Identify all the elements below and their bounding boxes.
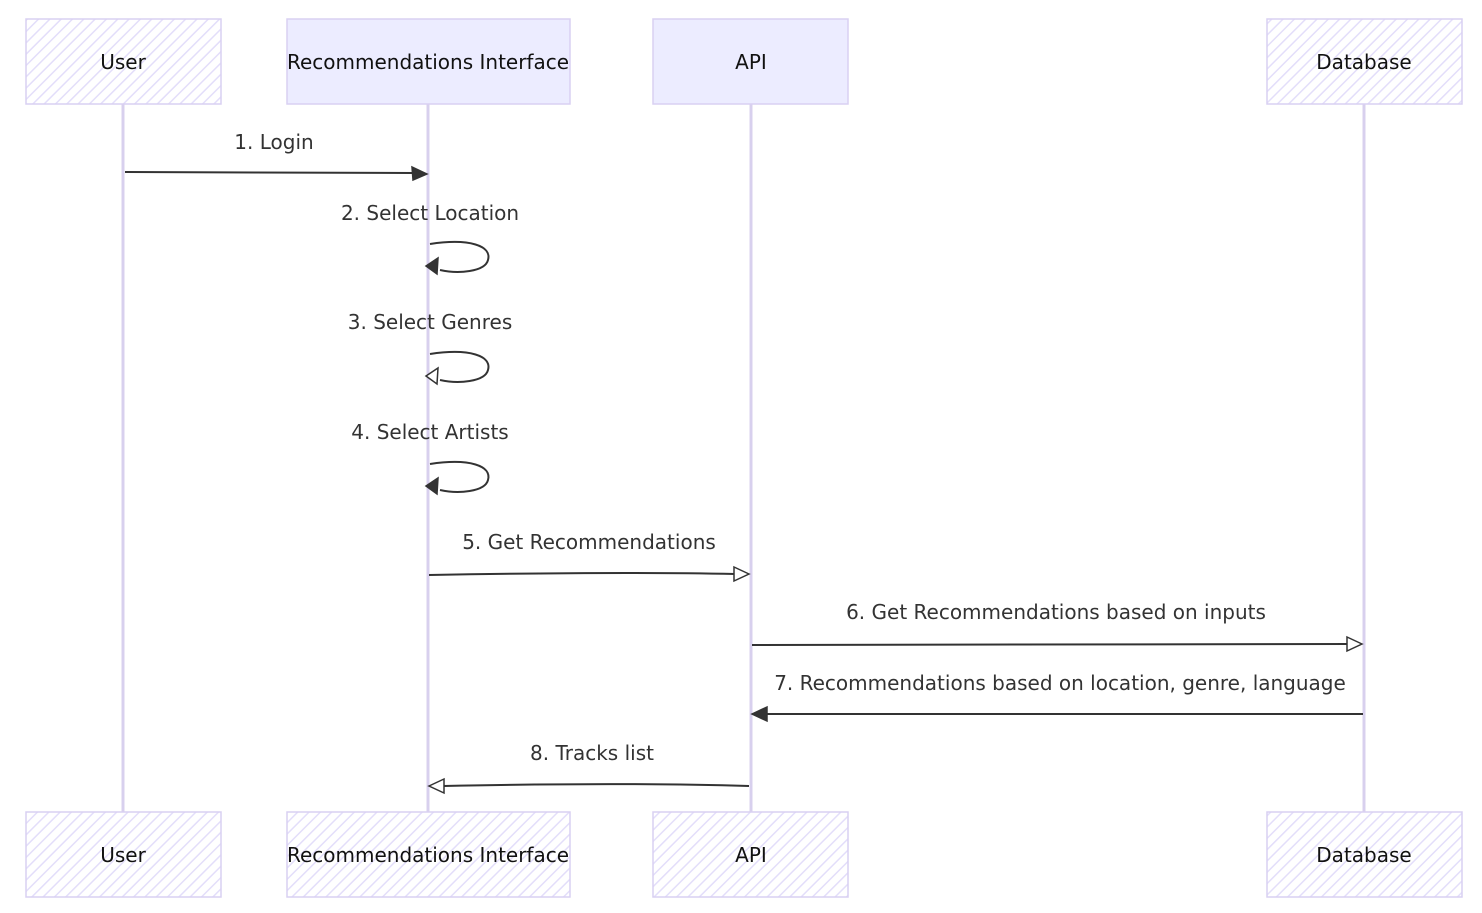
messages: 1. Login 2. Select Location 3. Select Ge… xyxy=(124,130,1364,795)
actor-api-bottom: API xyxy=(652,811,849,898)
message-select-genres: 3. Select Genres xyxy=(348,310,512,386)
arrowhead-open-icon xyxy=(1346,635,1364,653)
actor-database-bottom: Database xyxy=(1266,811,1463,898)
message-select-artists: 4. Select Artists xyxy=(351,420,509,496)
bottom-actors: User Recommendations Interface API Datab… xyxy=(25,811,1463,898)
arrowhead-filled-icon xyxy=(750,705,768,723)
actor-user-bottom-label: User xyxy=(100,843,146,867)
actor-api-bottom-label: API xyxy=(735,843,767,867)
actor-user-bottom: User xyxy=(25,811,222,898)
top-actors: User Recommendations Interface API Datab… xyxy=(25,18,1463,105)
actor-api-label: API xyxy=(735,50,767,74)
actor-recommendations-interface-label: Recommendations Interface xyxy=(287,50,569,74)
message-recommendations-based-on-location-genre-language-label: 7. Recommendations based on location, ge… xyxy=(774,671,1346,695)
arrowhead-open-icon xyxy=(427,777,445,795)
actor-recommendations-interface-bottom-label: Recommendations Interface xyxy=(287,843,569,867)
message-select-location-label: 2. Select Location xyxy=(341,201,519,225)
message-get-recommendations-label: 5. Get Recommendations xyxy=(462,530,716,554)
message-get-recommendations-based-on-inputs: 6. Get Recommendations based on inputs xyxy=(751,600,1364,653)
actor-database-bottom-label: Database xyxy=(1316,843,1411,867)
message-tracks-list: 8. Tracks list xyxy=(427,741,750,795)
actor-api-top: API xyxy=(652,18,849,105)
message-get-recommendations: 5. Get Recommendations xyxy=(428,530,751,583)
message-tracks-list-label: 8. Tracks list xyxy=(530,741,654,765)
arrowhead-open-icon xyxy=(733,565,751,583)
actor-recommendations-interface-bottom: Recommendations Interface xyxy=(286,811,571,898)
message-login: 1. Login xyxy=(124,130,429,182)
actor-database-label: Database xyxy=(1316,50,1411,74)
arrowhead-open-icon xyxy=(424,366,439,386)
actor-recommendations-interface-top: Recommendations Interface xyxy=(286,18,571,105)
lifelines xyxy=(121,104,1366,812)
arrowhead-filled-icon xyxy=(411,165,429,182)
actor-user-label: User xyxy=(100,50,146,74)
message-select-genres-label: 3. Select Genres xyxy=(348,310,512,334)
message-select-artists-label: 4. Select Artists xyxy=(351,420,508,444)
arrowhead-filled-icon xyxy=(424,476,439,496)
message-recommendations-based-on-location-genre-language: 7. Recommendations based on location, ge… xyxy=(750,671,1363,723)
message-login-label: 1. Login xyxy=(234,130,313,154)
actor-database-top: Database xyxy=(1266,18,1463,105)
actor-user-top: User xyxy=(25,18,222,105)
message-get-recommendations-based-on-inputs-label: 6. Get Recommendations based on inputs xyxy=(846,600,1266,624)
message-select-location: 2. Select Location xyxy=(341,201,519,276)
arrowhead-filled-icon xyxy=(424,256,439,276)
